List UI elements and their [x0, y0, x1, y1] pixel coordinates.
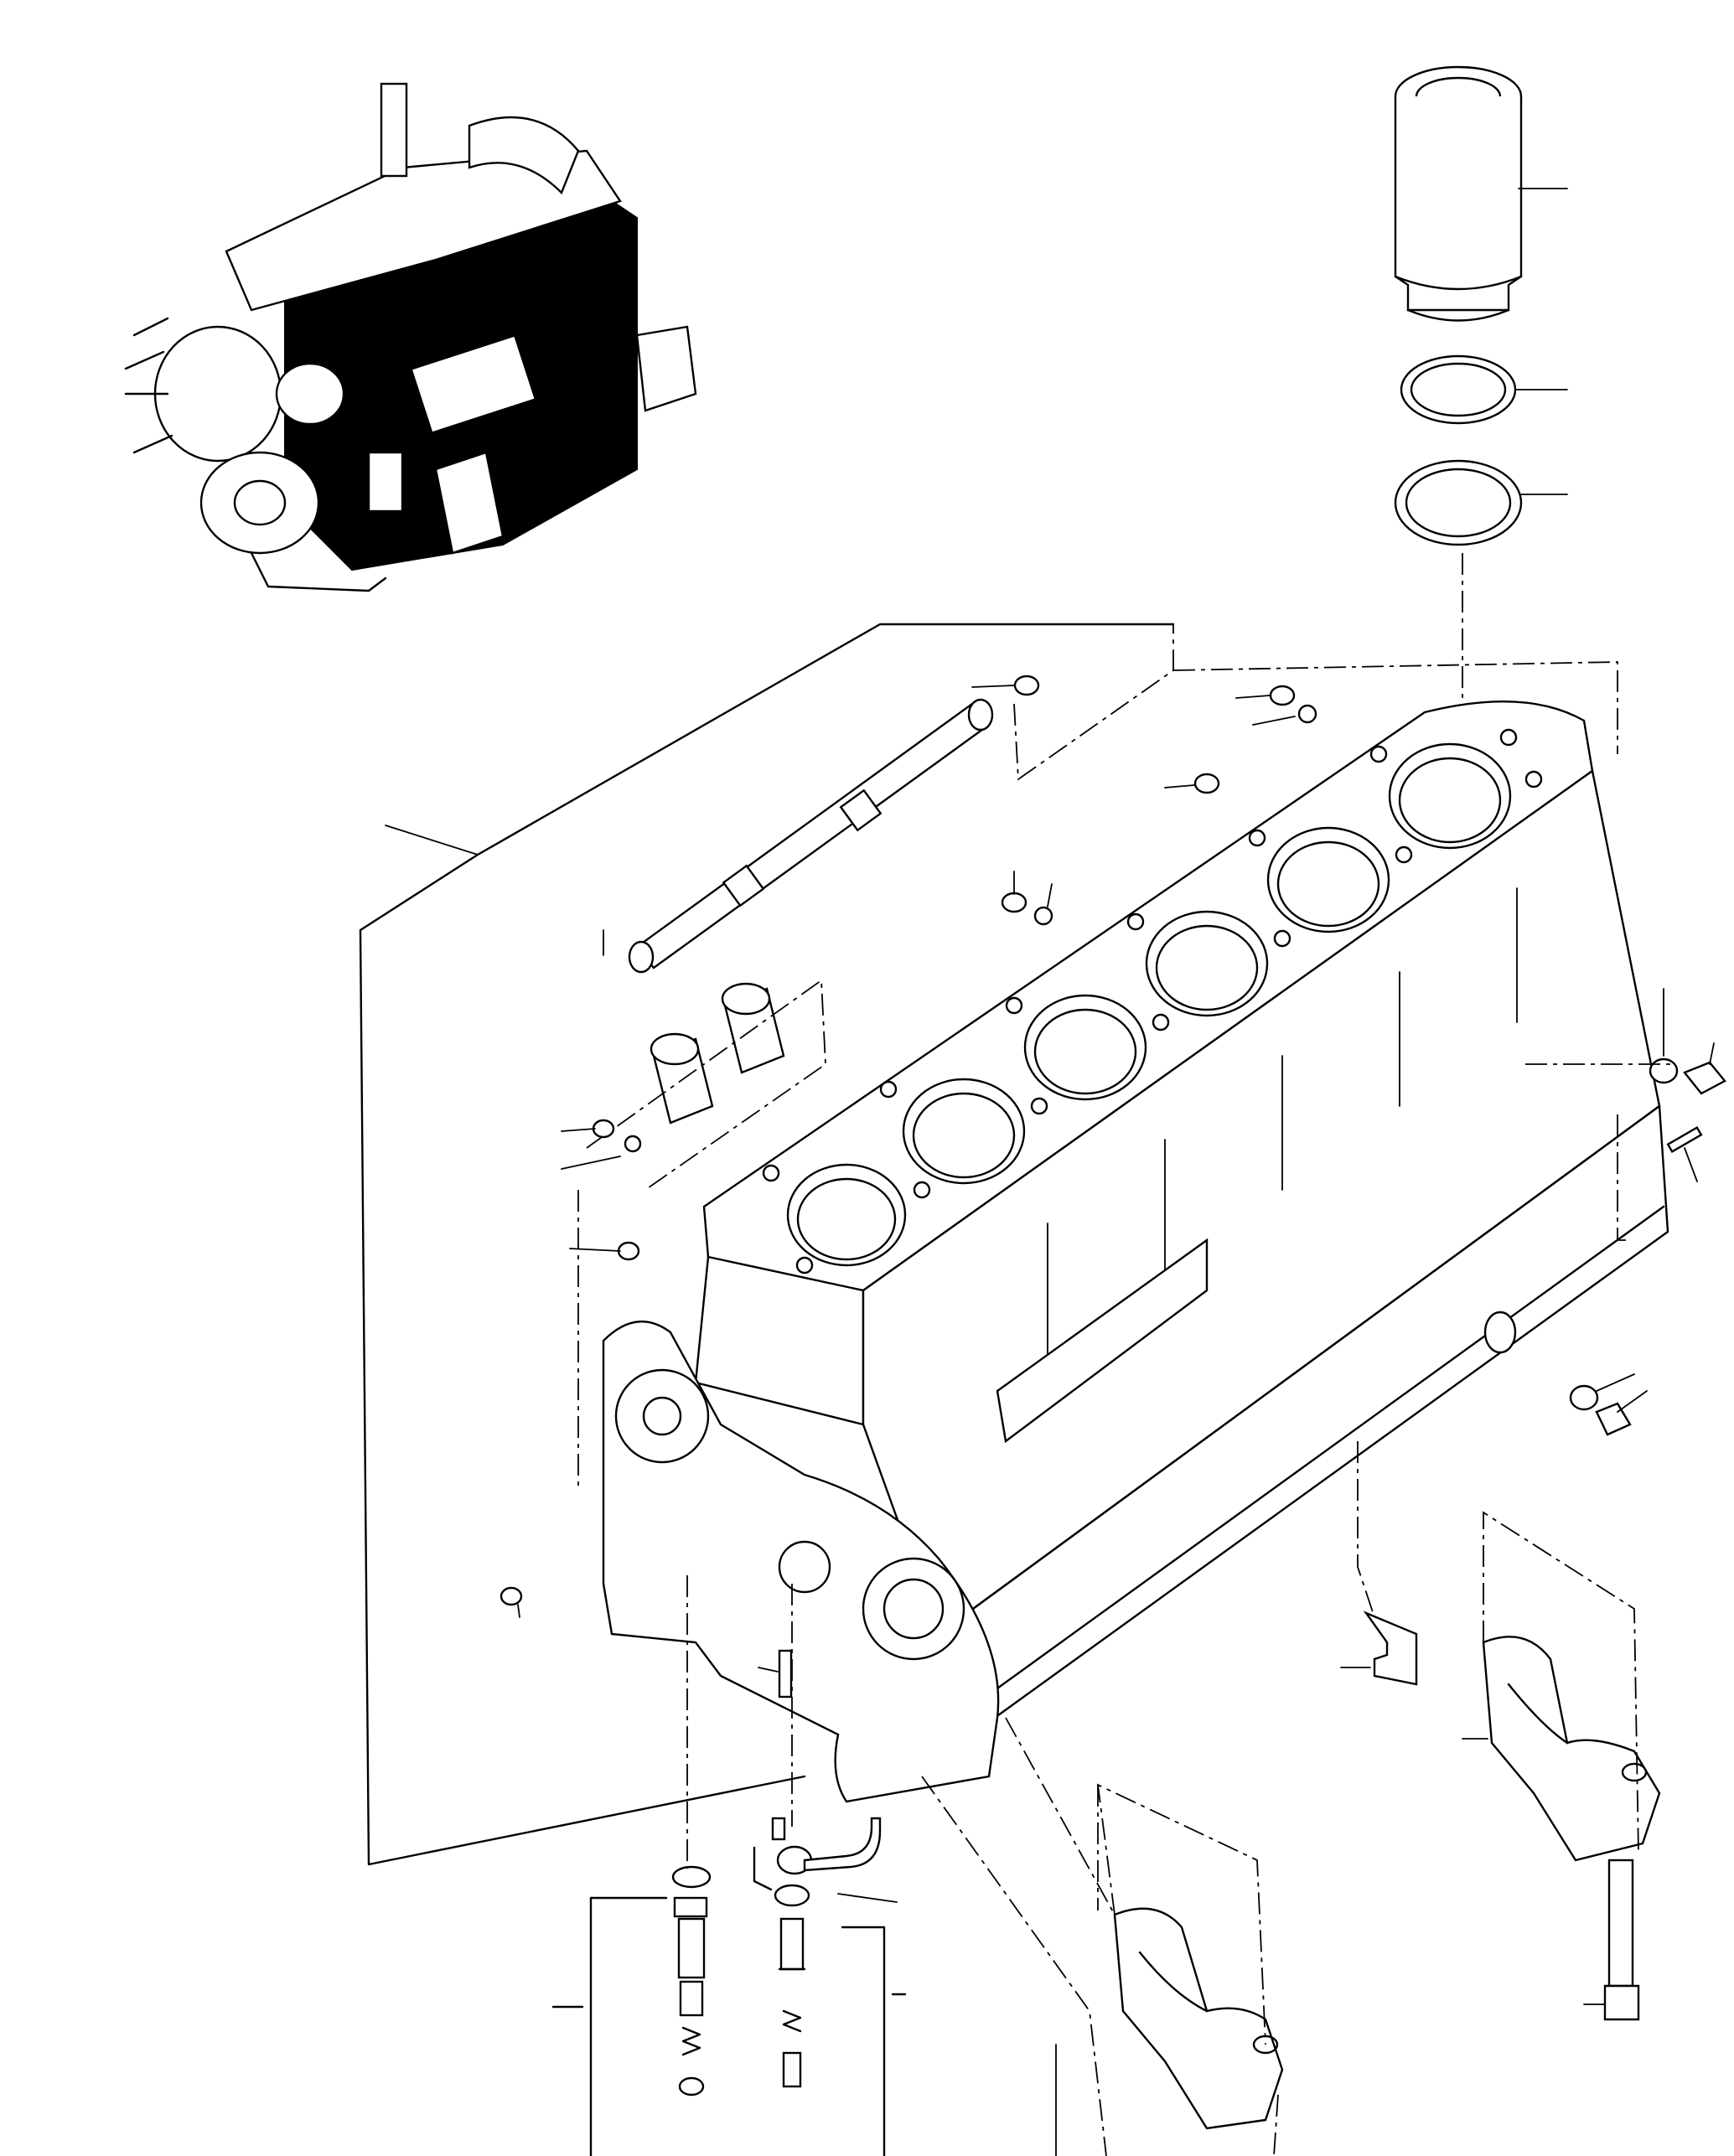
bearing-cap-frame-front	[1096, 1783, 1266, 2045]
timing-gear-plate	[602, 1321, 1000, 1803]
engine-assembly-thumbnail	[124, 82, 697, 592]
dowel-pin-right	[1666, 1126, 1703, 1182]
camshaft-bush-frame	[577, 979, 826, 1492]
piston-cooling-jet	[774, 1817, 898, 2088]
main-bearing-cap-front	[1113, 1907, 1284, 2130]
side-bolt-lower	[1569, 1373, 1648, 1436]
callout-leaders	[517, 685, 1296, 1673]
bearing-cap-frame-front-b	[1097, 1785, 1279, 2156]
fitting-frame-top	[1013, 624, 1174, 781]
liner-seal-ring-upper	[1400, 354, 1568, 425]
oil-relief-valve	[671, 1865, 712, 2097]
relief-valve-bracket	[551, 1896, 668, 2156]
thrust-shim	[1340, 1611, 1418, 1686]
cylinder-liner	[1394, 65, 1568, 322]
main-bearing-cap-bolt	[1583, 1859, 1640, 2021]
block-group-frame	[359, 623, 1175, 1866]
plug-fittings	[499, 675, 1317, 1841]
camshaft-tube	[628, 698, 994, 974]
assembly-centerlines	[686, 1063, 1676, 2156]
cooling-jet-bracket	[841, 1926, 907, 2156]
camshaft-bush	[650, 982, 785, 1125]
cylinder-block	[694, 701, 1669, 1778]
cooling-jet-clamp	[753, 1846, 773, 1891]
side-bolt-upper	[1649, 988, 1726, 1095]
fitting-frame-right	[1172, 661, 1618, 754]
main-bearing-cap-rear	[1462, 1636, 1661, 1862]
bearing-cap-frame-rear	[1483, 1511, 1639, 1853]
liner-seal-ring-lower	[1394, 459, 1568, 546]
